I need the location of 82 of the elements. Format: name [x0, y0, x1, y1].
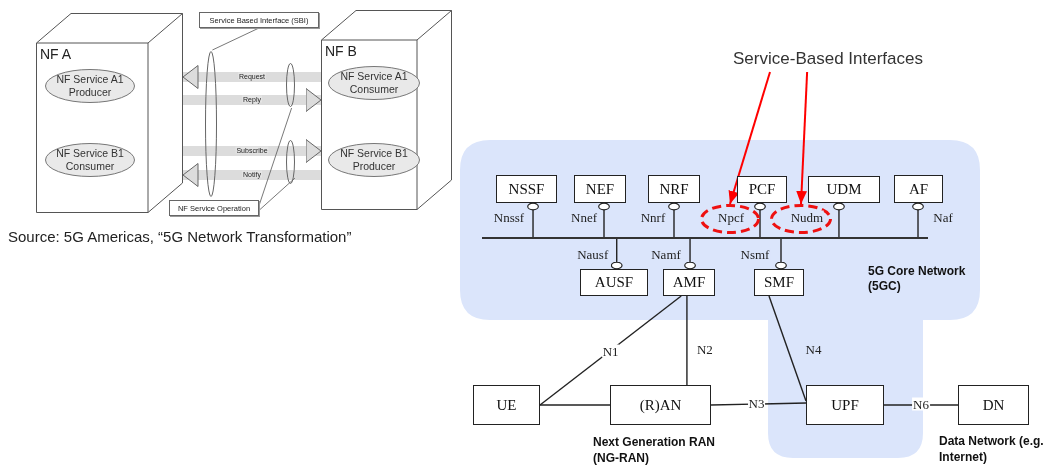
service-label: NF Service B1 Consumer: [55, 147, 125, 173]
network-function-box: [496, 175, 557, 203]
block-title: NF B: [325, 43, 357, 59]
ellipse-outline: [204, 50, 218, 198]
leader-line: [258, 107, 292, 206]
network-function-block: [321, 10, 452, 210]
service-label: NF Service A1 Producer: [55, 73, 125, 99]
box-label: AMF: [672, 274, 706, 291]
box-label: UE: [496, 396, 517, 414]
network-function-box: [473, 385, 540, 425]
service-ellipse: [45, 143, 135, 177]
edge-label: Npcf: [717, 210, 745, 224]
dashed-ellipse: [770, 204, 832, 234]
connector-line: [686, 295, 688, 386]
connector-line: [768, 295, 807, 402]
service-ellipse: [328, 66, 420, 100]
box-label: UDM: [826, 181, 862, 198]
service-ellipse: [328, 143, 420, 177]
edge-label: Nnssf: [492, 210, 526, 224]
annotation-text: Service-Based Interfaces: [712, 46, 944, 72]
network-function-box: [808, 176, 880, 203]
edge-label: Nsmf: [739, 247, 771, 261]
arrow: [728, 71, 771, 205]
arrow: [796, 71, 809, 205]
message-arrow: [183, 139, 322, 163]
connector-line: [539, 295, 682, 406]
interface-line: [912, 202, 924, 238]
network-function-box: [648, 175, 700, 203]
box-label: (R)AN: [639, 396, 682, 414]
box-label: AUSF: [594, 274, 634, 291]
connector-line: [883, 404, 959, 406]
edge-label: Nnrf: [639, 210, 667, 224]
box-label: SMF: [764, 274, 794, 291]
network-function-box: [737, 176, 787, 203]
box-label: NSSF: [508, 180, 545, 198]
edge-label: Nausf: [576, 247, 610, 261]
box-label: NRF: [659, 180, 689, 198]
network-function-box: [663, 269, 715, 296]
message-arrow: [182, 65, 321, 89]
message-arrow: [183, 88, 322, 112]
service-label: NF Service B1 Producer: [339, 147, 409, 173]
edge-label: N6: [912, 397, 930, 411]
edge-label: Nnef: [570, 210, 598, 224]
edge-label: Nudm: [789, 210, 825, 224]
network-function-box: [574, 175, 626, 203]
block-title: NF A: [40, 46, 72, 62]
edge-label: Namf: [650, 247, 682, 261]
interface-line: [833, 202, 845, 238]
node-caption: Data Network (e.g. Internet): [939, 434, 1045, 466]
connector-line: [710, 402, 807, 406]
bus-line: [482, 237, 928, 239]
network-function-box: [894, 175, 943, 203]
ellipse-outline: [285, 139, 296, 185]
interface-line: [527, 202, 539, 238]
interface-line: [610, 238, 623, 270]
edge-label: N1: [601, 344, 620, 357]
service-label: NF Service A1 Consumer: [339, 70, 409, 96]
node-caption: Next Generation RAN (NG-RAN): [593, 435, 717, 467]
interface-line: [754, 202, 766, 238]
box-label: PCF: [748, 181, 776, 198]
callout-box: [169, 200, 259, 216]
source-note: Source: 5G Americas, “5G Network Transformation”: [8, 228, 352, 245]
connector-line: [539, 404, 611, 406]
box-label: UPF: [831, 396, 859, 414]
service-ellipse: [45, 69, 135, 103]
interface-line: [684, 238, 696, 270]
network-function-box: [754, 269, 804, 296]
interface-line: [598, 202, 610, 238]
interface-line: [668, 202, 680, 238]
interface-line: [775, 238, 787, 270]
dashed-ellipse: [700, 204, 760, 234]
network-function-box: [806, 385, 884, 425]
edge-label: Naf: [932, 210, 954, 224]
box-label: NEF: [585, 180, 615, 198]
box-label: DN: [982, 396, 1005, 414]
callout-box: [199, 12, 319, 28]
ellipse-outline: [285, 62, 296, 108]
leader-line: [258, 177, 296, 211]
box-label: AF: [908, 180, 929, 198]
network-function-box: [580, 269, 648, 296]
region-label: 5G Core Network (5GC): [868, 264, 967, 294]
leader-line: [212, 27, 260, 51]
